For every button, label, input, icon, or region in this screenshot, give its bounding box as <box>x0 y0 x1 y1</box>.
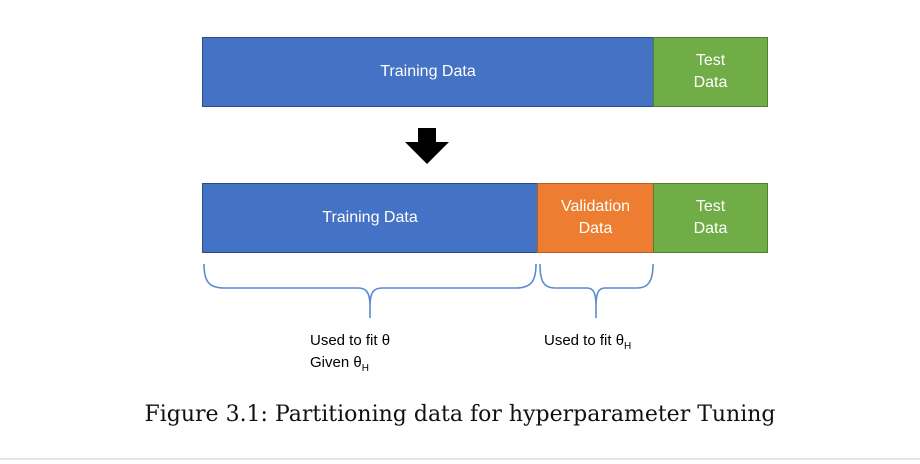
validation-data-label-line1: Validation <box>560 198 631 215</box>
top-test-data-label-line2: Data <box>693 74 728 91</box>
bottom-training-data-label: Training Data <box>322 209 418 226</box>
top-test-data-block: Test Data <box>653 37 768 107</box>
validation-usage-subscript: H <box>624 341 632 352</box>
training-usage-line1: Used to fit θ <box>310 332 391 349</box>
validation-data-label-line2: Data <box>578 220 613 237</box>
training-usage-subscript: H <box>361 363 369 374</box>
bottom-test-data-label-line1: Test <box>695 198 726 215</box>
top-test-data-label-line1: Test <box>695 52 726 69</box>
top-training-data-block: Training Data <box>202 37 654 107</box>
training-usage-line2: Given θH <box>310 352 390 380</box>
training-usage-line2-text: Given θ <box>310 354 362 371</box>
training-usage-note: Used to fit θ Given θH <box>310 330 390 380</box>
training-brace <box>203 263 537 318</box>
validation-usage-note: Used to fit θH <box>544 330 631 358</box>
bottom-divider <box>0 458 920 460</box>
validation-data-block: Validation Data <box>537 183 654 253</box>
validation-brace <box>539 263 654 318</box>
bottom-test-data-label-line2: Data <box>693 220 728 237</box>
validation-usage-text: Used to fit θ <box>544 332 625 349</box>
down-arrow-icon <box>405 128 449 164</box>
figure-caption: Figure 3.1: Partitioning data for hyperp… <box>144 402 776 427</box>
bottom-training-data-block: Training Data <box>202 183 538 253</box>
bottom-test-data-block: Test Data <box>653 183 768 253</box>
top-training-data-label: Training Data <box>380 63 476 80</box>
